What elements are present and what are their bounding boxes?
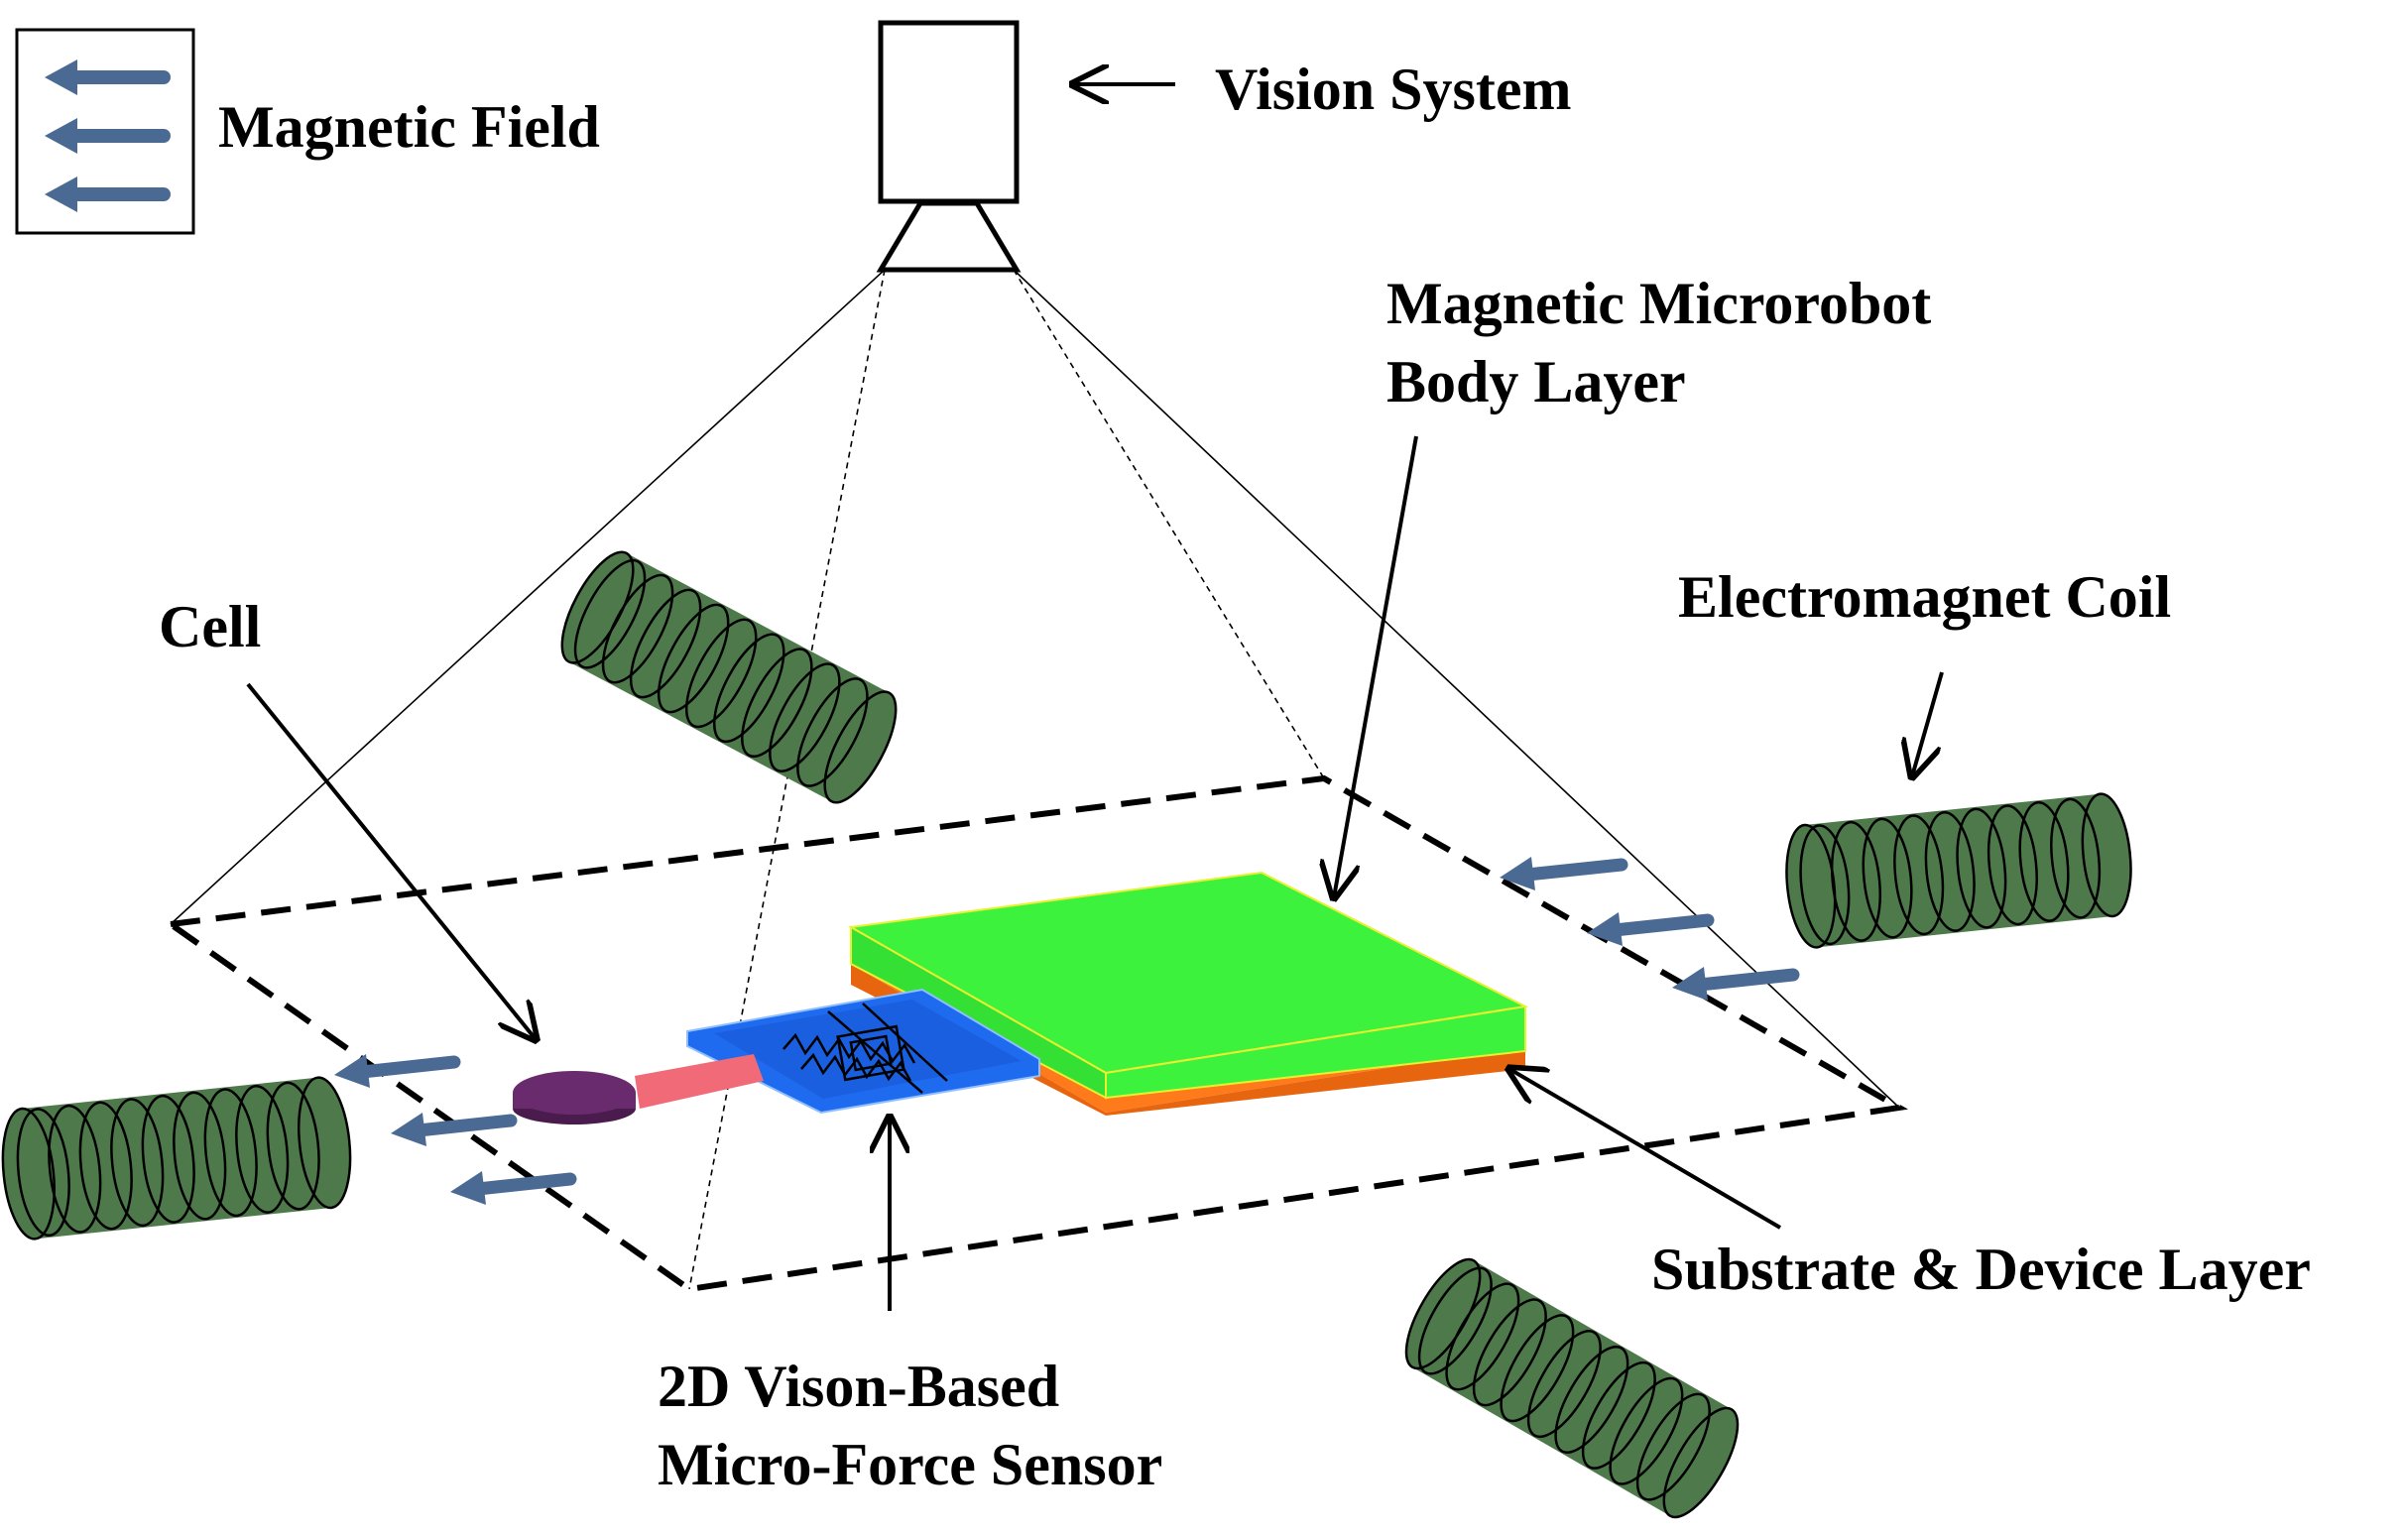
field-arrow-icon — [1672, 967, 1800, 1001]
field-arrow-icon — [391, 1113, 518, 1146]
vision-system-camera — [876, 20, 1022, 273]
force-sensor-label-line1: 2D Vison-Based — [658, 1354, 1059, 1419]
coil-right-icon — [1785, 792, 2132, 949]
microrobot-body-pointer — [1334, 435, 1418, 897]
field-arrow-icon — [1587, 912, 1715, 946]
microrobot-body-label-line1: Magnetic Microrobot — [1386, 271, 1931, 336]
field-arrow-icon — [45, 177, 171, 212]
plane-field-arrows — [334, 857, 1800, 1205]
sensor-probe — [635, 1054, 764, 1109]
field-arrow-icon — [1500, 857, 1628, 890]
cell-pointer — [246, 682, 536, 1039]
substrate-layer-label: Substrate & Device Layer — [1651, 1237, 2311, 1302]
field-arrow-icon — [45, 59, 171, 95]
field-arrow-icon — [45, 118, 171, 154]
microrobot-body-label-line2: Body Layer — [1386, 349, 1686, 414]
micro-force-sensor — [686, 988, 1040, 1115]
electromagnet-coil-label: Electromagnet Coil — [1678, 564, 2171, 630]
coil-pointer — [1912, 671, 1944, 776]
coil-front-icon — [1404, 1257, 1740, 1519]
field-arrow-icon — [334, 1054, 461, 1088]
field-arrow-icon — [450, 1171, 577, 1205]
magnetic-field-legend — [15, 28, 195, 235]
force-sensor-label-line2: Micro-Force Sensor — [658, 1432, 1162, 1497]
vision-system-label: Vision System — [1215, 57, 1571, 122]
electromagnet-coils — [1, 550, 2132, 1519]
cell-label: Cell — [159, 594, 261, 659]
coil-back-left-icon — [560, 550, 898, 804]
legend-label: Magnetic Field — [218, 94, 600, 160]
coil-left-icon — [1, 1076, 352, 1241]
workspace-plane — [162, 774, 1908, 1293]
cell — [513, 1071, 636, 1124]
substrate-pointer — [1509, 1069, 1782, 1230]
sensor-spring-pattern-icon — [783, 1003, 948, 1094]
field-of-view-lines — [170, 269, 1900, 1290]
